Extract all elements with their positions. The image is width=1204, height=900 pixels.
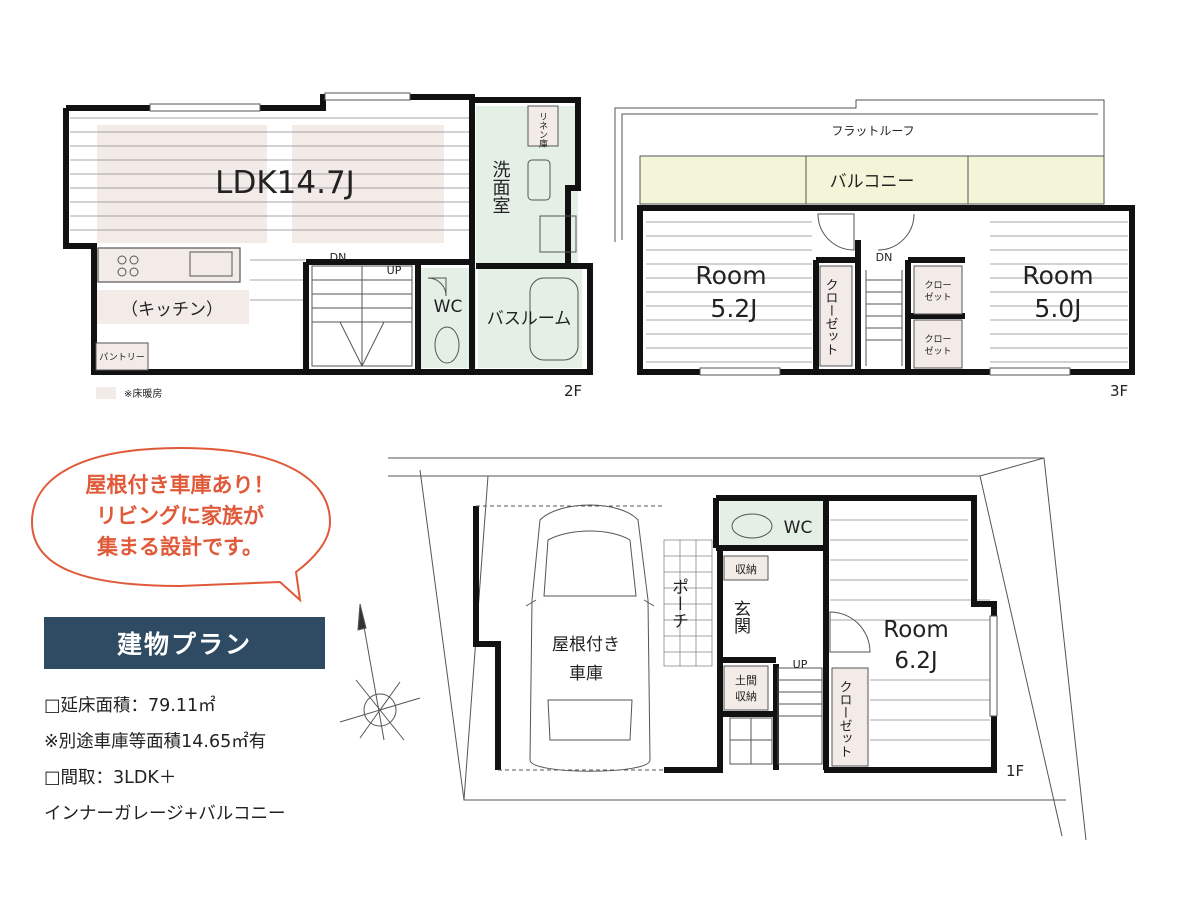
balcony-label: バルコニー — [830, 172, 915, 192]
toilet-icon — [731, 513, 773, 539]
floor-heating-legend-swatch — [96, 387, 116, 399]
garage-label: 車庫 — [569, 664, 603, 684]
garage-area-info: ※別途車庫等面積14.65㎡有 — [44, 732, 267, 752]
layout-info: □間取：3LDK＋ — [44, 768, 177, 788]
dn-label-3f: DN — [876, 251, 893, 264]
garage-label: 屋根付き — [552, 635, 620, 655]
plan-title: 建物プラン — [44, 617, 325, 669]
washroom-label: 洗面室 — [490, 160, 511, 214]
window-icon — [989, 367, 1071, 376]
floor-3f — [614, 99, 1135, 376]
closet-small-label: クロー — [924, 280, 951, 291]
floor-heating-legend: ※床暖房 — [124, 387, 162, 400]
kitchen-label: （キッチン） — [121, 300, 223, 320]
promo-speech-bubble — [30, 446, 332, 603]
bathroom-label: バスルーム — [487, 309, 572, 329]
floor-heating-zone — [292, 125, 444, 243]
window-icon — [324, 92, 411, 101]
bubble-line-1: 屋根付き車庫あり！ — [86, 473, 275, 497]
room-left-name: Room — [695, 261, 766, 290]
window-icon — [989, 615, 998, 717]
window-icon — [149, 103, 261, 112]
room-right-name: Room — [1022, 261, 1093, 290]
balcony-area — [639, 155, 1105, 205]
compass-icon — [339, 603, 421, 741]
closet-small-label: ゼット — [924, 345, 951, 357]
floor-label-2f: 2F — [564, 382, 582, 400]
linen-label: リネン庫 — [537, 112, 548, 149]
washing-machine — [539, 215, 577, 253]
closet-small-label: クロー — [924, 334, 951, 345]
doma-label: 土間 — [735, 674, 757, 687]
kitchen-counter — [97, 247, 241, 283]
window-icon — [699, 367, 781, 376]
room-1f-size: 6.2J — [894, 648, 937, 674]
doma-storage-box — [723, 665, 769, 711]
wc-label-2f: WC — [434, 297, 463, 317]
storage-label: 収納 — [735, 563, 757, 576]
floor-2f — [63, 92, 593, 375]
entrance-label: 玄関 — [730, 600, 750, 634]
pantry-box — [95, 342, 149, 371]
closet-3f-left — [819, 265, 853, 367]
door-icon — [817, 213, 855, 251]
floor-label-3f: 3F — [1110, 382, 1128, 400]
room-left-size: 5.2J — [710, 294, 757, 323]
closet-label-1f: クローゼット — [837, 680, 853, 758]
closet-3f-right-bottom — [913, 319, 963, 369]
bathtub-icon — [529, 277, 579, 361]
sink-icon — [189, 251, 233, 277]
washroom-area — [476, 106, 578, 266]
closet-label-3f: クローゼット — [823, 278, 839, 356]
linen-storage — [527, 105, 559, 147]
sink-icon — [527, 159, 551, 201]
floor-heating-zone — [97, 290, 249, 324]
door-icon — [829, 611, 871, 653]
wc-area-2f — [420, 268, 476, 368]
door-icon — [877, 213, 915, 251]
3f-outline — [637, 205, 1135, 375]
closet-3f-right-top — [913, 265, 963, 315]
flat-roof-label: フラットルーフ — [831, 124, 914, 138]
pantry-label: パントリー — [99, 352, 144, 363]
door-icon — [427, 277, 447, 297]
dn-label-2f: DN — [330, 251, 347, 264]
stair-icon — [729, 667, 823, 765]
closet-small-label: ゼット — [924, 291, 951, 303]
toilet-icon — [434, 326, 460, 364]
room-1f-name: Room — [883, 617, 949, 643]
storage-box — [723, 555, 769, 581]
floor-heating-zone — [97, 125, 267, 243]
floor-area-info: □延床面積：79.11㎡ — [44, 696, 216, 716]
layout-detail-info: インナーガレージ+バルコニー — [44, 804, 286, 824]
closet-1f — [831, 667, 869, 767]
stair-icon — [865, 270, 903, 366]
doma-label: 収納 — [735, 690, 757, 703]
up-label-2f: UP — [387, 264, 402, 277]
porch-tiles — [663, 539, 713, 667]
bubble-line-2: リビングに家族が — [96, 504, 264, 528]
room-right-size: 5.0J — [1034, 294, 1081, 323]
car-icon — [525, 504, 655, 772]
wc-label-1f: WC — [784, 518, 813, 538]
floor-label-1f: 1F — [1006, 762, 1024, 780]
bubble-line-3: 集まる設計です。 — [96, 535, 263, 559]
flat-roof-outline — [614, 99, 1105, 242]
up-label-1f: UP — [793, 658, 808, 671]
stair-icon — [311, 265, 413, 367]
ldk-label: LDK14.7J — [215, 165, 355, 201]
porch-label: ポーチ — [668, 578, 688, 629]
floor-1f — [388, 457, 1087, 841]
